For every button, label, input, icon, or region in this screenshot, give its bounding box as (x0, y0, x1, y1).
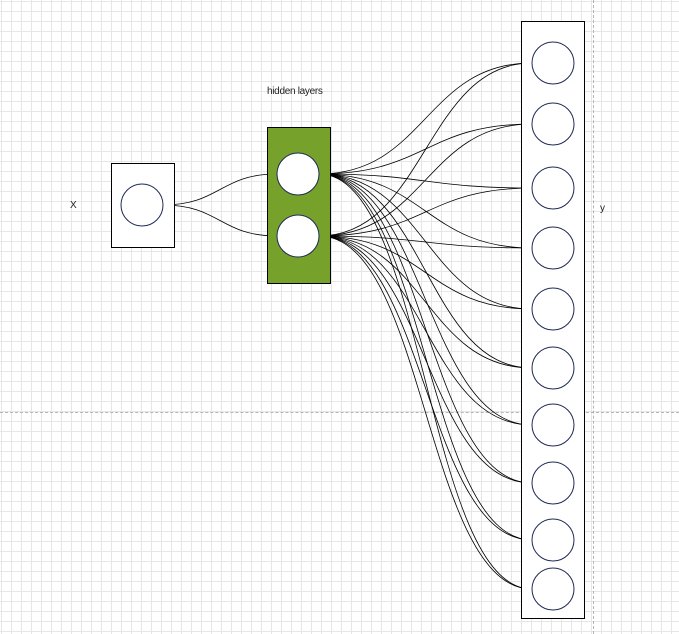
edge-hidden2-to-output2 (318, 121, 533, 237)
edge-hidden1-to-output10 (318, 173, 533, 592)
output-node-4 (531, 226, 575, 270)
output-node-8 (531, 461, 575, 505)
output-node-6 (531, 346, 575, 390)
edge-hidden2-to-output9 (318, 235, 533, 543)
edge-hidden2-to-output4 (318, 235, 533, 251)
edge-hidden2-to-output7 (318, 235, 533, 428)
edge-hidden1-to-output5 (318, 173, 533, 312)
page-break-horizontal (0, 412, 679, 413)
output-node-10 (531, 567, 575, 611)
nodes (120, 41, 575, 611)
edge-hidden2-to-output3 (318, 185, 533, 237)
edge-hidden2-to-output10 (318, 235, 533, 592)
edge-hidden1-to-output3 (318, 173, 533, 191)
output-node-3 (531, 166, 575, 210)
edge-input1-to-hidden1 (162, 171, 278, 206)
input-node-1 (120, 183, 164, 227)
edge-hidden1-to-output7 (318, 173, 533, 428)
edge-hidden2-to-output5 (318, 235, 533, 312)
output-node-1 (531, 41, 575, 85)
edge-input1-to-hidden2 (162, 204, 278, 239)
hidden-layers-label: hidden layers (267, 86, 323, 97)
edge-hidden2-to-output8 (318, 235, 533, 486)
hidden-node-2 (276, 214, 320, 258)
output-label: y (600, 203, 605, 214)
edge-hidden1-to-output4 (318, 173, 533, 251)
hidden-layer-box (267, 127, 331, 284)
output-node-2 (531, 102, 575, 146)
edge-hidden2-to-output6 (318, 235, 533, 371)
output-node-5 (531, 287, 575, 331)
edges (162, 60, 533, 592)
input-label: X (70, 200, 77, 211)
output-node-9 (531, 518, 575, 562)
page-break-vertical (593, 0, 594, 634)
edge-hidden2-to-output1 (318, 60, 533, 237)
edge-hidden1-to-output6 (318, 173, 533, 371)
output-node-7 (531, 403, 575, 447)
edge-hidden1-to-output9 (318, 173, 533, 543)
hidden-node-1 (276, 152, 320, 196)
layer-boxes (111, 21, 585, 619)
edge-hidden1-to-output8 (318, 173, 533, 486)
edge-hidden1-to-output1 (318, 60, 533, 175)
